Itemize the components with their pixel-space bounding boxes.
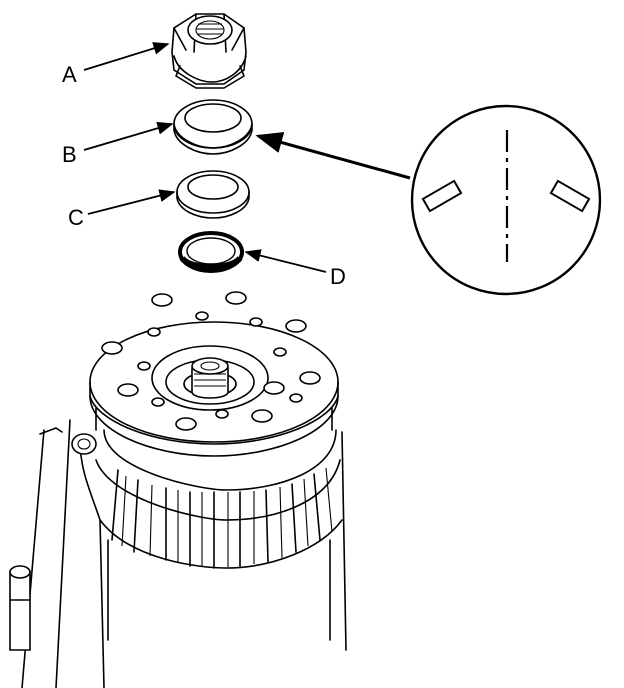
label-a: A [62,62,77,87]
detail-view-circle [410,104,602,296]
leader-c [87,189,176,215]
output-flange [89,291,339,457]
housing-body [9,419,347,688]
leader-b [83,121,174,151]
part-d-o-ring [178,231,244,273]
callout-leaders [83,42,411,273]
label-d: D [330,264,346,289]
flange-bolt-holes [101,291,321,431]
part-c-washer [176,170,250,219]
leader-a [83,42,170,71]
detail-arrow [255,132,411,180]
washer-section-left [421,179,463,213]
part-a-nut [171,13,247,89]
washer-section-right [549,179,591,213]
label-b: B [62,142,77,167]
label-c: C [68,205,84,230]
leader-d [244,249,327,273]
part-b-washer [173,99,253,155]
